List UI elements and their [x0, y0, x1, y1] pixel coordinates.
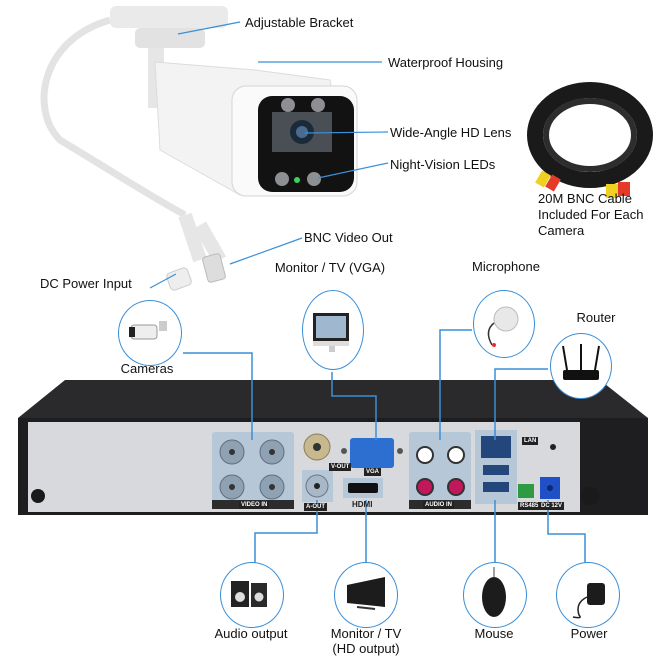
port-label-audio-in: AUDIO IN — [423, 501, 454, 509]
label-waterproof-housing: Waterproof Housing — [388, 55, 504, 70]
label-monitor-vga: Monitor / TV (VGA) — [274, 260, 386, 275]
dvr-recorder-illustration — [18, 380, 648, 515]
label-power: Power — [570, 626, 608, 641]
mouse-icon — [482, 567, 506, 617]
label-bnc-video-out: BNC Video Out — [304, 230, 393, 245]
port-label-lan: LAN — [522, 437, 539, 445]
audio-output-device-circle — [220, 562, 284, 628]
router-device-circle — [550, 333, 612, 399]
camera-icon — [129, 321, 167, 340]
monitor-icon — [313, 313, 349, 352]
label-monitor-hd-line2: (HD output) — [332, 641, 400, 656]
label-bnc-cable: 20M BNC Cable Included For Each Camera — [538, 191, 644, 238]
bnc-cable-coil-illustration — [527, 82, 653, 198]
label-mouse: Mouse — [474, 626, 514, 641]
microphone-icon — [487, 306, 519, 347]
camera-leader-lines — [149, 21, 389, 289]
label-monitor-hd-line1: Monitor / TV — [330, 626, 402, 641]
label-microphone: Microphone — [472, 259, 540, 274]
router-icon — [562, 344, 600, 380]
label-adjustable-bracket: Adjustable Bracket — [245, 15, 354, 30]
cameras-device-circle — [118, 300, 182, 366]
monitor-vga-device-circle — [302, 290, 364, 370]
label-dc-power-input: DC Power Input — [40, 276, 132, 291]
power-adapter-icon — [572, 583, 605, 619]
port-label-a-out: A-OUT — [304, 503, 327, 511]
speakers-icon — [231, 581, 267, 607]
mouse-device-circle — [463, 562, 527, 628]
label-wide-angle-lens: Wide-Angle HD Lens — [390, 125, 512, 140]
label-audio-output: Audio output — [214, 626, 288, 641]
label-cameras: Cameras — [120, 361, 174, 376]
label-router: Router — [576, 310, 616, 325]
port-label-hdmi: HDMI — [352, 500, 373, 509]
label-night-vision-leds: Night-Vision LEDs — [390, 157, 496, 172]
dvr-leader-lines — [183, 329, 586, 567]
power-device-circle — [556, 562, 620, 628]
tv-icon — [347, 577, 385, 610]
port-label-rs485: RS485 — [518, 502, 541, 510]
port-label-dc12v: DC 12V — [539, 502, 565, 510]
port-label-video-in: VIDEO IN — [239, 501, 270, 509]
port-label-vga: VGA — [364, 468, 382, 476]
port-label-v-out: V-OUT — [329, 463, 352, 471]
microphone-device-circle — [473, 290, 535, 358]
bullet-camera-illustration — [40, 6, 358, 291]
monitor-hd-device-circle — [334, 562, 398, 628]
